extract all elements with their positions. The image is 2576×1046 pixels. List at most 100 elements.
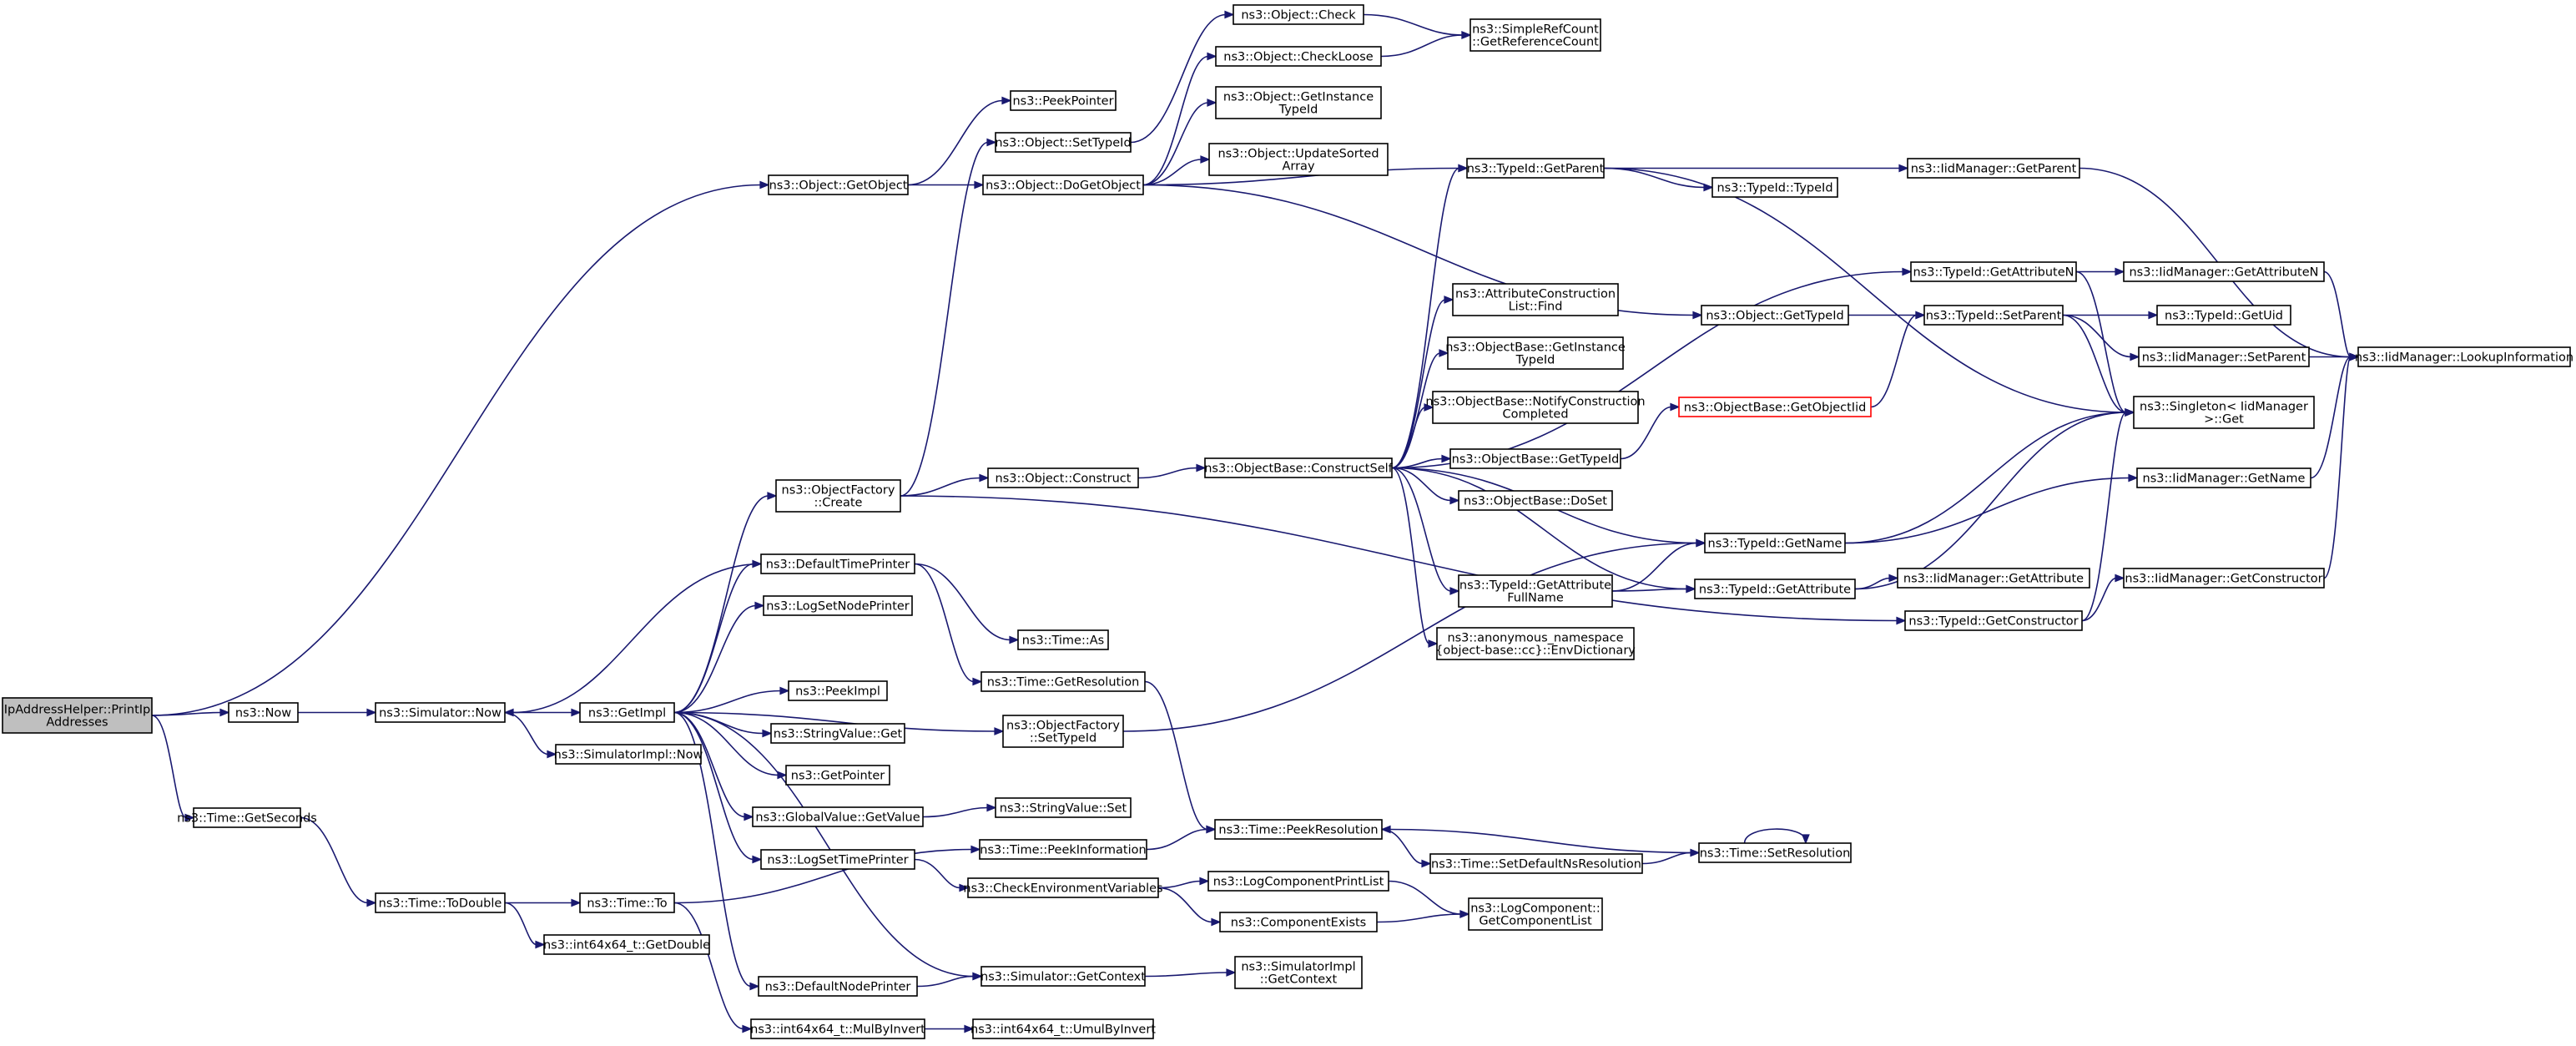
node-box xyxy=(2133,396,2315,429)
edge-constructself-envdict xyxy=(1391,467,1430,644)
node-logsettimeprinter[interactable]: ns3::LogSetTimePrinter xyxy=(760,849,915,870)
node-obdoset[interactable]: ns3::ObjectBase::DoSet xyxy=(1458,490,1613,511)
node-label: ns3::TypeId::GetAttribute xyxy=(1699,584,1851,597)
edge-dogetobject-tidgetparent xyxy=(1142,167,1460,186)
node-obnotify[interactable]: ns3::ObjectBase::NotifyConstructionCompl… xyxy=(1425,391,1646,424)
node-box xyxy=(1469,18,1601,52)
node-iidgetattribute[interactable]: ns3::IidManager::GetAttribute xyxy=(1897,568,2090,589)
node-strvalget[interactable]: ns3::StringValue::Get xyxy=(770,723,905,744)
edge-peekinformation-peekresolution xyxy=(1146,828,1208,851)
node-dogetobject[interactable]: ns3::Object::DoGetObject xyxy=(982,174,1144,195)
node-timeas[interactable]: ns3::Time::As xyxy=(1017,629,1109,650)
node-obgetobjectiid[interactable]: ns3::ObjectBase::GetObjectIid xyxy=(1678,397,1872,417)
node-label: ns3::TypeId::GetParent xyxy=(1467,163,1605,176)
edge-arrowhead xyxy=(1670,402,1681,412)
node-logcompprintlist[interactable]: ns3::LogComponentPrintList xyxy=(1207,871,1389,892)
node-iidgetconstructor[interactable]: ns3::IidManager::GetConstructor xyxy=(2123,568,2325,589)
node-label: ns3::LogComponent:: xyxy=(1470,902,1601,916)
node-simimplgetcontext[interactable]: ns3::SimulatorImpl::GetContext xyxy=(1234,956,1363,989)
node-tidgetparent[interactable]: ns3::TypeId::GetParent xyxy=(1466,158,1605,179)
node-strvalset[interactable]: ns3::StringValue::Set xyxy=(995,797,1132,818)
node-objgettypeid[interactable]: ns3::Object::GetTypeId xyxy=(1701,305,1849,326)
node-checkenv[interactable]: ns3::CheckEnvironmentVariables xyxy=(963,877,1163,898)
edge-arrowhead xyxy=(759,180,770,189)
node-getpointer[interactable]: ns3::GetPointer xyxy=(785,765,890,786)
node-tidgetconstructor[interactable]: ns3::TypeId::GetConstructor xyxy=(1904,610,2083,631)
edge-root-getseconds xyxy=(151,715,187,819)
edge-arrowhead xyxy=(1196,463,1207,472)
edge-arrowhead xyxy=(974,180,985,189)
node-objcheck[interactable]: ns3::Object::Check xyxy=(1233,4,1364,25)
node-tidgetattributen[interactable]: ns3::TypeId::GetAttributeN xyxy=(1910,261,2077,282)
edge-arrowhead xyxy=(366,708,377,717)
node-tidtypeid[interactable]: ns3::TypeId::TypeId xyxy=(1711,177,1838,198)
node-getdouble[interactable]: ns3::int64x64_t::GetDouble xyxy=(543,934,710,955)
node-settypeid[interactable]: ns3::Object::SetTypeId xyxy=(995,132,1132,153)
edge-arrowhead xyxy=(1421,859,1432,868)
edge-arrowhead xyxy=(1424,403,1434,412)
node-getseconds[interactable]: ns3::Time::GetSeconds xyxy=(177,807,317,828)
node-label: ns3::Time::SetResolution xyxy=(1700,847,1851,861)
node-todouble[interactable]: ns3::Time::ToDouble xyxy=(375,892,506,913)
node-label: ns3::Simulator::GetContext xyxy=(980,971,1146,984)
node-peekimpl[interactable]: ns3::PeekImpl xyxy=(788,680,888,701)
edge-timesetres-peekresolution xyxy=(1389,828,1700,854)
node-obgettypeid[interactable]: ns3::ObjectBase::GetTypeId xyxy=(1449,448,1621,469)
node-simimplnow[interactable]: ns3::SimulatorImpl::Now xyxy=(554,744,703,765)
node-ofcreate[interactable]: ns3::ObjectFactory::Create xyxy=(775,479,901,513)
node-compexists[interactable]: ns3::ComponentExists xyxy=(1219,912,1378,932)
node-envdict[interactable]: ns3::anonymous_namespace{object-base::cc… xyxy=(1435,627,1636,660)
node-umulbyinvert[interactable]: ns3::int64x64_t::UmulByInvert xyxy=(970,1018,1156,1039)
node-iidgetattributen[interactable]: ns3::IidManager::GetAttributeN xyxy=(2123,261,2325,282)
node-tidgetname[interactable]: ns3::TypeId::GetName xyxy=(1704,533,1846,553)
node-box xyxy=(1904,610,2083,631)
node-iidsetparent[interactable]: ns3::IidManager::SetParent xyxy=(2138,346,2310,367)
node-defnodeprinter[interactable]: ns3::DefaultNodePrinter xyxy=(758,976,918,997)
node-singletonget[interactable]: ns3::Singleton< IidManager>::Get xyxy=(2133,396,2315,429)
node-label: ns3::Simulator::Now xyxy=(379,707,502,720)
node-tidgetattribute[interactable]: ns3::TypeId::GetAttribute xyxy=(1694,579,1856,599)
node-timesetres[interactable]: ns3::Time::SetResolution xyxy=(1698,842,1852,863)
node-constructself[interactable]: ns3::ObjectBase::ConstructSelf xyxy=(1204,457,1394,478)
node-simgetcontext[interactable]: ns3::Simulator::GetContext xyxy=(980,966,1146,987)
node-timeto[interactable]: ns3::Time::To xyxy=(579,892,675,913)
node-ofsettypeid[interactable]: ns3::ObjectFactory::SetTypeId xyxy=(1002,715,1124,748)
node-objcheckloose[interactable]: ns3::Object::CheckLoose xyxy=(1215,46,1382,67)
node-label: ns3::LogSetNodePrinter xyxy=(766,600,910,614)
node-iidlookup[interactable]: ns3::IidManager::LookupInformation xyxy=(2355,346,2573,367)
node-getobject[interactable]: ns3::Object::GetObject xyxy=(768,174,909,195)
node-getrefcount[interactable]: ns3::SimpleRefCount::GetReferenceCount xyxy=(1469,18,1601,52)
node-setdefaultnsres[interactable]: ns3::Time::SetDefaultNsResolution xyxy=(1429,853,1643,874)
node-logsetnodeprinter[interactable]: ns3::LogSetNodePrinter xyxy=(763,595,913,616)
node-tidgetuid[interactable]: ns3::TypeId::GetUid xyxy=(2156,305,2291,326)
node-mulbyinvert[interactable]: ns3::int64x64_t::MulByInvert xyxy=(750,1018,925,1039)
node-tidsetparent[interactable]: ns3::TypeId::SetParent xyxy=(1923,305,2064,326)
node-label: ns3::TypeId::GetAttribute xyxy=(1459,579,1611,593)
node-peekpointer[interactable]: ns3::PeekPointer xyxy=(1010,90,1117,111)
node-peekresolution[interactable]: ns3::Time::PeekResolution xyxy=(1214,819,1383,840)
node-getresolution[interactable]: ns3::Time::GetResolution xyxy=(980,671,1146,692)
edge-deftimeprinter-timeas xyxy=(914,563,1011,641)
node-label: ns3::PeekImpl xyxy=(795,685,880,699)
node-now[interactable]: ns3::Now xyxy=(228,702,299,723)
node-iidgetname[interactable]: ns3::IidManager::GetName xyxy=(2136,467,2311,488)
node-simnow[interactable]: ns3::Simulator::Now xyxy=(375,702,506,723)
node-box xyxy=(555,744,702,765)
edge-defnodeprinter-simgetcontext xyxy=(916,975,975,988)
node-getcomplist[interactable]: ns3::LogComponent::GetComponentList xyxy=(1468,897,1603,931)
edge-arrowhead xyxy=(1380,825,1391,834)
node-objconstruct[interactable]: ns3::Object::Construct xyxy=(987,467,1139,488)
edge-compexists-getcomplist xyxy=(1376,913,1462,923)
node-getimpl[interactable]: ns3::GetImpl xyxy=(579,702,675,723)
node-gvgetvalue[interactable]: ns3::GlobalValue::GetValue xyxy=(752,806,924,827)
node-peekinformation[interactable]: ns3::Time::PeekInformation xyxy=(979,839,1147,860)
node-deftimeprinter[interactable]: ns3::DefaultTimePrinter xyxy=(760,553,915,574)
node-iidgetparent[interactable]: ns3::IidManager::GetParent xyxy=(1907,158,2080,179)
